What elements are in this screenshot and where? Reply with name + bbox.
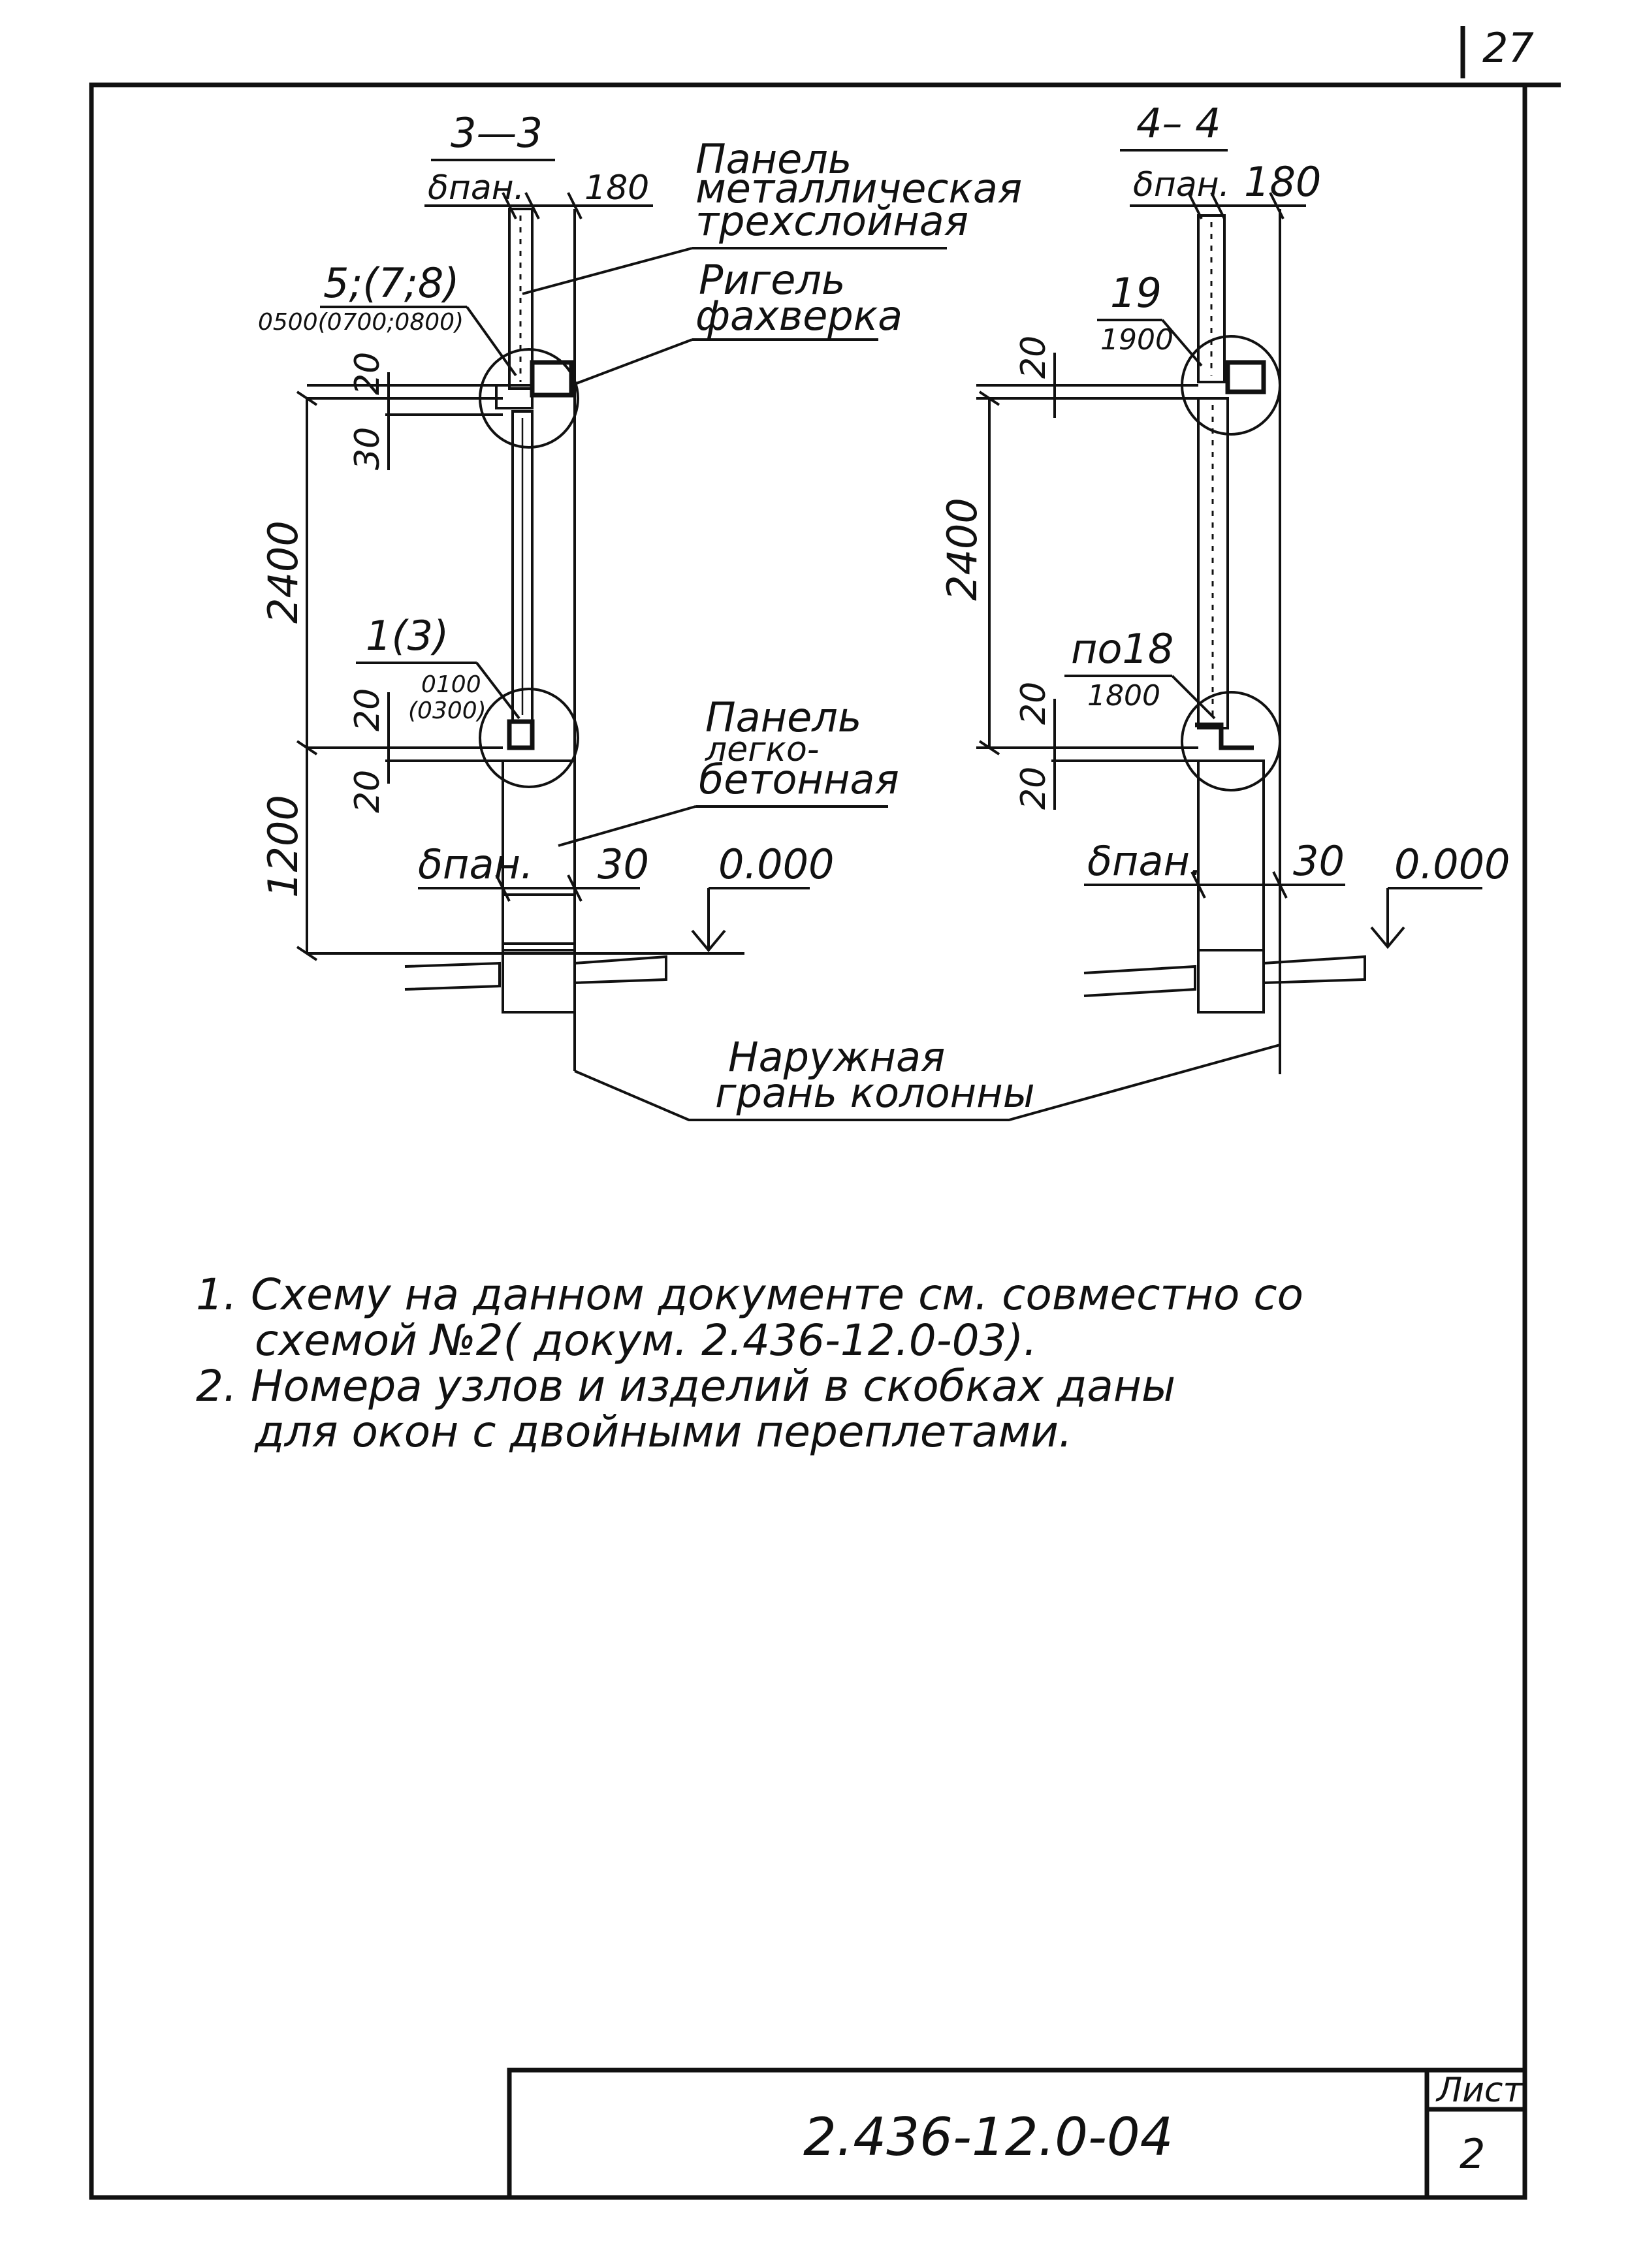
- d-pan-label: δпан.: [428, 168, 524, 208]
- outer-face-line1: Наружная: [728, 1033, 945, 1081]
- level-arrow: [691, 929, 726, 953]
- d-pan-bottom-label: δпан.: [418, 840, 534, 888]
- sheet-number: 27: [1482, 24, 1534, 72]
- section-3-3: 3—3 δпан. 180: [258, 109, 1022, 1071]
- dim-20-b: 20: [1014, 682, 1053, 725]
- foundation-block: [502, 949, 576, 1014]
- dim-2400: 2400: [259, 520, 307, 624]
- node-circle-bottom: [479, 688, 579, 788]
- dim-tick: [524, 192, 540, 219]
- offset-180-label: 180: [584, 168, 649, 208]
- dim-20-b: 20: [348, 688, 387, 731]
- panel-light-line3: бетонная: [699, 756, 899, 803]
- panel-light-line1: Панель: [705, 694, 861, 741]
- node-0500-code: 0500(0700;0800): [258, 309, 464, 336]
- note-2-line1: 2. Номера узлов и изделий в скобках даны: [196, 1361, 1175, 1411]
- dim-tick: [978, 740, 1000, 756]
- panel-metal-line3: трехслойная: [695, 197, 968, 245]
- rigel-profile: [1225, 360, 1266, 394]
- floor-slab-right: [1263, 955, 1366, 984]
- leader: [1161, 319, 1203, 367]
- rigel-line2: фахверка: [695, 292, 902, 340]
- dim-tick: [1190, 871, 1206, 899]
- dim-20-a: 20: [348, 352, 387, 395]
- dim-2400: 2400: [938, 498, 986, 601]
- panel-light-line2: легко-: [705, 730, 820, 769]
- section-4-4: 4– 4 δпан. 180 20 24: [938, 99, 1510, 1074]
- dim-tick: [567, 874, 583, 902]
- node-1800-code: 1800: [1087, 679, 1160, 712]
- node-0300-code: (0300): [408, 697, 487, 724]
- leader: [571, 338, 693, 387]
- rigel-line1: Ригель: [699, 256, 846, 304]
- metal-panel-upper: [1197, 214, 1226, 383]
- note-1-line1: 1. Схему на данном документе см. совмест…: [196, 1270, 1303, 1320]
- leader: [475, 662, 520, 720]
- level-arrow: [1370, 926, 1405, 950]
- leader: [1171, 675, 1216, 720]
- floor-slab-left: [404, 961, 501, 991]
- dim-tick: [1272, 871, 1288, 899]
- metal-panel-upper: [508, 208, 534, 390]
- dim-30: 30: [348, 427, 387, 470]
- floor-slab-left: [1083, 965, 1196, 997]
- level-0000: 0.000: [1394, 840, 1510, 888]
- node-1900-code: 1900: [1100, 323, 1173, 357]
- d-pan-bottom-label: δпан.: [1087, 837, 1203, 885]
- rigel-flange: [495, 384, 534, 409]
- outer-face-leader: [574, 1044, 1281, 1121]
- dim-tick: [296, 740, 318, 756]
- foundation-block: [1197, 949, 1265, 1014]
- dim-tick: [495, 874, 511, 902]
- sheet-no: 2: [1460, 2130, 1485, 2178]
- dim-1200: 1200: [259, 795, 307, 898]
- dim-tick: [502, 192, 517, 219]
- dim-20-c: 20: [348, 770, 387, 813]
- note-1-line2: схемой №2( докум. 2.436-12.0-03).: [255, 1315, 1037, 1366]
- lower-panel: [1197, 397, 1229, 729]
- dim-tick: [296, 391, 318, 406]
- node-1-label: 1(3): [366, 612, 449, 660]
- sill-profile: [1195, 722, 1254, 750]
- doc-code: 2.436-12.0-04: [803, 2107, 1173, 2167]
- concrete-panel-base: [502, 893, 576, 951]
- offset-180-label: 180: [1244, 158, 1321, 206]
- dim-tick: [978, 391, 1000, 406]
- node-19-label: 19: [1110, 269, 1162, 317]
- dim-20-a: 20: [1014, 336, 1053, 379]
- panel-metal-line2: металлическая: [695, 165, 1022, 212]
- concrete-panel: [502, 759, 576, 945]
- offset-30-label: 30: [598, 840, 649, 888]
- node-0100-code: 0100: [421, 671, 481, 698]
- dim-tick: [567, 192, 583, 219]
- offset-30-label: 30: [1293, 837, 1345, 885]
- node-circle-bottom: [1181, 691, 1281, 791]
- title-block-frame: [507, 2068, 1527, 2200]
- level-0000: 0.000: [718, 840, 835, 888]
- rigel-profile: [530, 360, 574, 398]
- section-3-3-title: 3—3: [451, 109, 543, 157]
- panel-metal-line1: Панель: [695, 135, 852, 183]
- leader: [466, 306, 517, 377]
- sheet-label: Лист: [1435, 2071, 1524, 2110]
- node-18-label: по18: [1071, 625, 1173, 673]
- node-5-label: 5;(7;8): [323, 259, 460, 307]
- outer-face-line2: грань колонны: [715, 1069, 1035, 1117]
- note-2-line2: для окон с двойными переплетами.: [254, 1407, 1072, 1457]
- leader: [522, 247, 693, 295]
- floor-slab-right: [574, 955, 667, 984]
- leader: [558, 805, 696, 847]
- section-4-4-title: 4– 4: [1136, 99, 1221, 147]
- title-block: 2.436-12.0-04 Лист 2: [507, 2068, 1527, 2200]
- dim-tick: [296, 946, 318, 961]
- sill-profile: [507, 719, 535, 750]
- dim-20-c: 20: [1014, 767, 1053, 810]
